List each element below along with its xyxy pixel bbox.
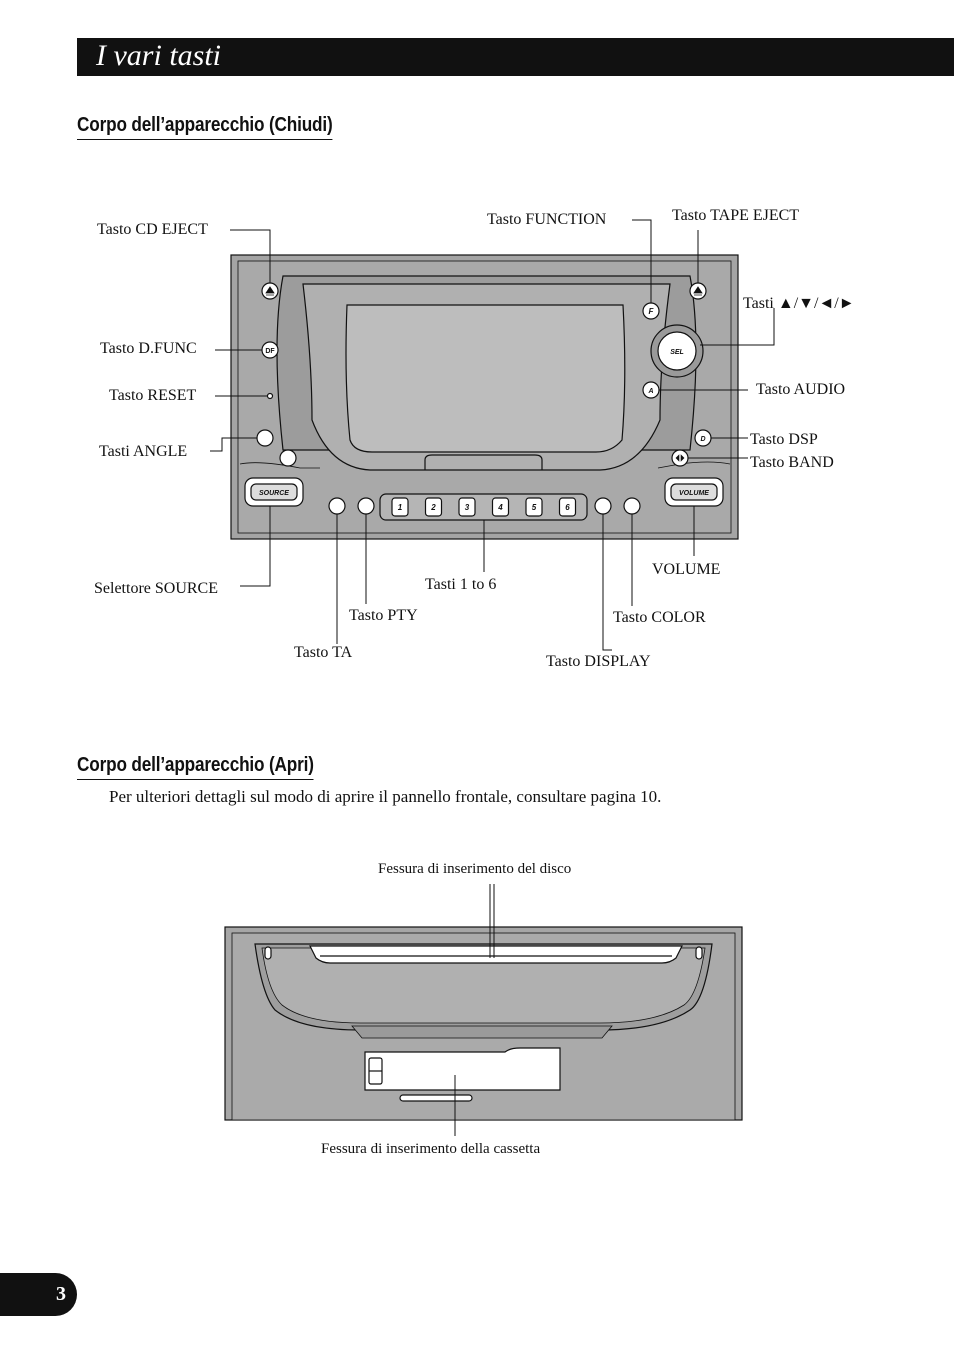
page-number: 3	[56, 1283, 66, 1305]
label-cd-eject: Tasto CD EJECT	[97, 221, 208, 238]
page-number-tab	[0, 1273, 77, 1316]
preset-key-3	[458, 497, 476, 517]
preset-key-label: 3	[465, 503, 470, 512]
label-reset: Tasto RESET	[109, 387, 197, 404]
label-display: Tasto DISPLAY	[546, 653, 651, 670]
dsp-key-text: D	[700, 436, 705, 443]
label-arrows: Tasti ▲/▼/◄/►	[743, 295, 855, 312]
label-tape-eject: Tasto TAPE EJECT	[672, 207, 800, 224]
preset-key-6	[558, 497, 577, 517]
dfunc-key-text: DF	[265, 348, 275, 355]
preset-key-label: 5	[532, 503, 537, 512]
page-title: I vari tasti	[96, 39, 221, 72]
preset-key-label: 2	[430, 503, 436, 512]
intro-paragraph: Per ulteriori dettagli sul modo di aprir…	[109, 787, 662, 806]
label-presets: Tasti 1 to 6	[425, 576, 497, 593]
label-function: Tasto FUNCTION	[487, 211, 607, 228]
label-disc-slot: Fessura di inserimento del disco	[378, 861, 572, 877]
label-volume: VOLUME	[652, 561, 721, 578]
preset-key-2	[424, 497, 443, 517]
label-ta: Tasto TA	[294, 644, 353, 661]
label-source: Selettore SOURCE	[94, 580, 218, 597]
preset-key-label: 4	[497, 503, 503, 512]
label-pty: Tasto PTY	[349, 607, 418, 624]
label-cassette-slot: Fessura di inserimento della cassetta	[321, 1141, 541, 1157]
preset-key-4	[491, 497, 510, 517]
label-angle: Tasti ANGLE	[99, 443, 188, 460]
sel-key-text: SEL	[670, 349, 684, 356]
audio-key-text: A	[647, 388, 653, 395]
label-color: Tasto COLOR	[613, 609, 706, 626]
label-audio: Tasto AUDIO	[756, 381, 846, 398]
preset-key-5	[525, 497, 543, 517]
label-dsp: Tasto DSP	[750, 431, 818, 448]
preset-key-1	[391, 497, 409, 517]
source-knob-text: SOURCE	[259, 490, 289, 497]
label-dfunc: Tasto D.FUNC	[100, 340, 197, 357]
preset-key-label: 1	[398, 503, 403, 512]
volume-knob-text: VOLUME	[679, 490, 709, 497]
label-band: Tasto BAND	[750, 454, 834, 471]
head-unit-closed-diagram: DF F SEL A D SOURCE VOLUME 1 2 3 4 5 6	[210, 219, 775, 651]
function-key-text: F	[649, 307, 655, 316]
preset-key-label: 6	[565, 503, 570, 512]
title-bar	[77, 38, 954, 76]
section-heading-closed: Corpo dell’apparecchio (Chiudi)	[77, 114, 333, 140]
section-heading-open: Corpo dell’apparecchio (Apri)	[77, 754, 314, 780]
